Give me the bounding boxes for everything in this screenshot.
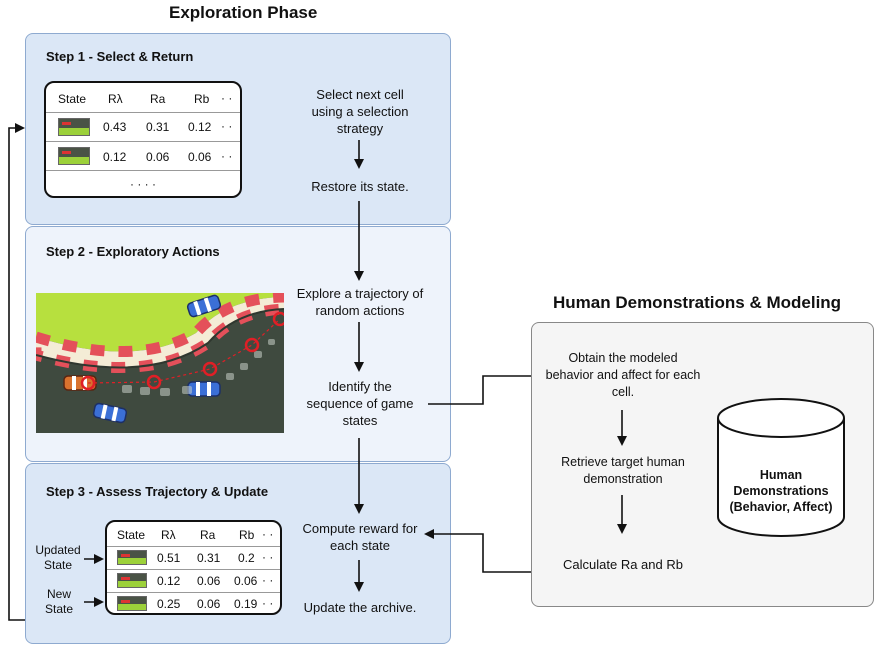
table-cell: 0.19 xyxy=(234,597,258,611)
identify-states-note: Identify the sequence of game states xyxy=(306,379,414,428)
table-header-r-lambda: Rλ xyxy=(161,528,176,542)
racing-game-scene xyxy=(36,293,284,433)
explore-trajectory-note: Explore a trajectory of random actions xyxy=(296,286,424,318)
table-header-r-lambda: Rλ xyxy=(108,92,123,106)
table-header-r-a: Ra xyxy=(150,92,166,106)
table-divider xyxy=(107,569,280,570)
table-cell: 0.06 xyxy=(197,574,221,588)
trajectory-line xyxy=(87,318,281,384)
table-cell: 0.12 xyxy=(157,574,181,588)
car-blue-middle xyxy=(187,381,221,397)
select-next-cell-note: Select next cell using a selection strat… xyxy=(311,87,409,136)
table-cell: 0.06 xyxy=(146,150,170,164)
table-ellipsis: · · · · xyxy=(130,177,156,191)
table-divider xyxy=(46,170,240,171)
ghost-trail xyxy=(122,339,275,396)
table-cell: 0.43 xyxy=(103,120,127,134)
table-cell: 0.25 xyxy=(157,597,181,611)
table-cell: 0.06 xyxy=(234,574,258,588)
table-header-r-b: Rb xyxy=(194,92,210,106)
table-header-r-b: Rb xyxy=(239,528,255,542)
update-archive-note: Update the archive. xyxy=(303,600,417,615)
table-header-state: State xyxy=(117,528,146,542)
table-divider xyxy=(107,546,280,547)
car-red-player xyxy=(63,375,97,391)
table-divider xyxy=(46,141,240,142)
state-thumbnail xyxy=(58,147,90,165)
compute-reward-note: Compute reward for each state xyxy=(302,521,418,553)
table-cell: 0.51 xyxy=(157,551,181,565)
car-blue-top xyxy=(186,294,222,318)
connector-identify-to-human xyxy=(428,375,531,405)
connector-human-to-compute xyxy=(424,529,531,573)
updated-archive-table: State Rλ Ra Rb · · 0.51 0.31 0.2 · · 0.1… xyxy=(105,520,282,615)
loop-back-arrow xyxy=(8,123,25,621)
table-cell: · · xyxy=(221,119,233,133)
step2-title: Step 2 - Exploratory Actions xyxy=(46,244,220,259)
trajectory-markers xyxy=(80,311,284,391)
updated-state-label: Updated State xyxy=(35,543,81,572)
state-thumbnail xyxy=(117,573,147,588)
human-modeling-title: Human Demonstrations & Modeling xyxy=(553,293,842,312)
calculate-rewards-note: Calculate Ra and Rb xyxy=(563,557,683,572)
table-cell: 0.31 xyxy=(146,120,170,134)
table-header-state: State xyxy=(58,92,87,106)
obtain-modeled-note: Obtain the modeled behavior and affect f… xyxy=(545,351,701,399)
table-cell: 0.2 xyxy=(238,551,255,565)
table-cell: · · xyxy=(221,149,233,163)
table-cell: · · xyxy=(262,550,274,564)
table-cell: 0.06 xyxy=(188,150,212,164)
table-cell: 0.12 xyxy=(103,150,127,164)
state-thumbnail xyxy=(117,596,147,611)
state-thumbnail xyxy=(58,118,90,136)
table-cell: 0.12 xyxy=(188,120,212,134)
step3-title: Step 3 - Assess Trajectory & Update xyxy=(46,484,269,499)
retrieve-demo-note: Retrieve target human demonstration xyxy=(561,455,685,486)
step1-title: Step 1 - Select & Return xyxy=(46,49,194,64)
table-cell: · · xyxy=(262,573,274,587)
database-label: Human Demonstrations (Behavior, Affect) xyxy=(729,468,833,514)
database-icon xyxy=(717,398,845,537)
table-cell: 0.06 xyxy=(197,597,221,611)
state-thumbnail xyxy=(117,550,147,565)
table-cell: 0.31 xyxy=(197,551,221,565)
table-header-more: · · xyxy=(221,91,233,105)
table-cell: · · xyxy=(262,596,274,610)
table-header-r-a: Ra xyxy=(200,528,216,542)
new-state-label: New State xyxy=(44,587,74,616)
table-divider xyxy=(107,592,280,593)
table-divider xyxy=(46,112,240,113)
restore-state-note: Restore its state. xyxy=(311,179,409,194)
exploration-phase-title: Exploration Phase xyxy=(169,3,318,22)
archive-table: State Rλ Ra Rb · · 0.43 0.31 0.12 · · 0.… xyxy=(44,81,242,198)
car-blue-bottom xyxy=(92,402,128,424)
table-header-more: · · xyxy=(262,527,274,541)
game-screenshot xyxy=(36,293,284,433)
